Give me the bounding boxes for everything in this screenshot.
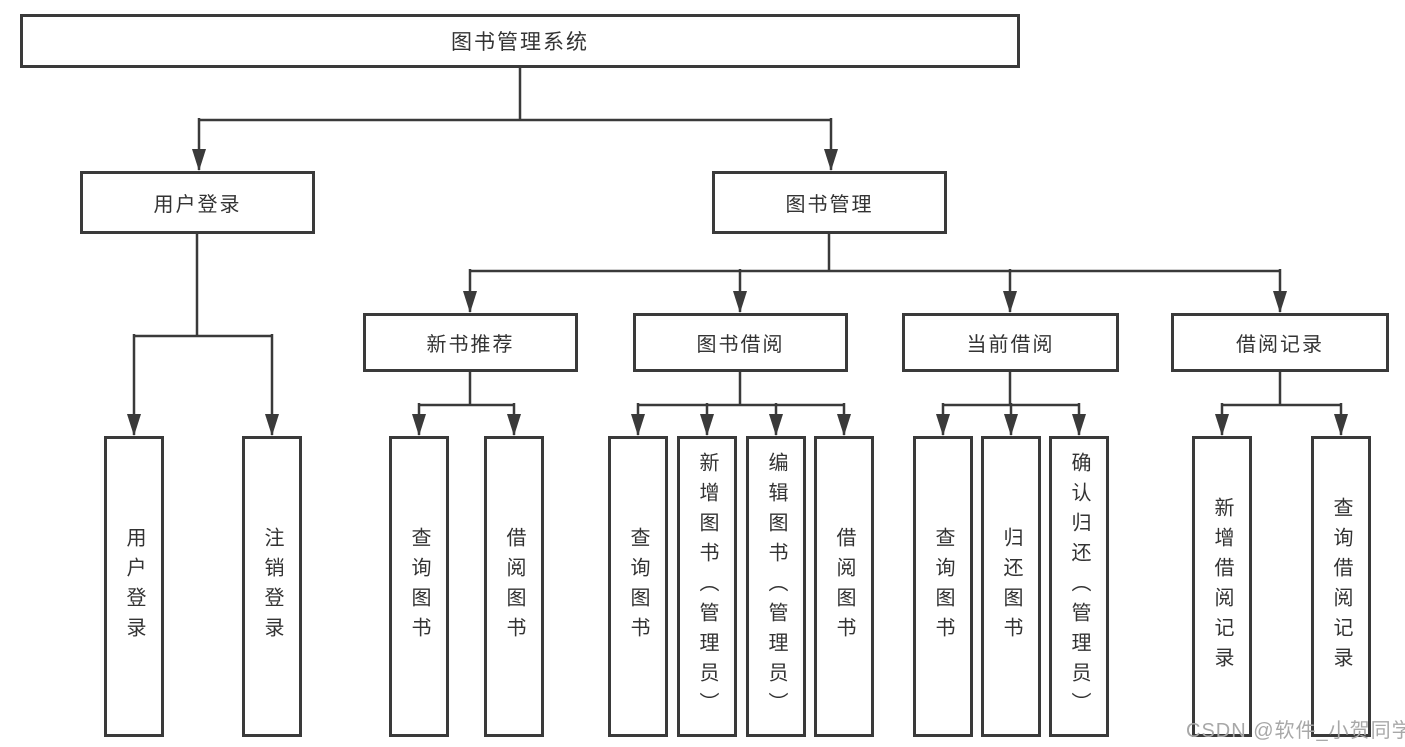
leaf-query-books-borrowing: 查询图书 <box>608 436 668 737</box>
leaf-edit-book-admin: 编辑图书（管理员） <box>746 436 806 737</box>
leaf-user-login: 用户登录 <box>104 436 164 737</box>
leaf-query-books-current: 查询图书 <box>913 436 973 737</box>
leaf-add-book-admin: 新增图书（管理员） <box>677 436 737 737</box>
leaf-return-books: 归还图书 <box>981 436 1041 737</box>
node-borrowing-records: 借阅记录 <box>1171 313 1389 372</box>
leaf-logout: 注销登录 <box>242 436 302 737</box>
leaf-query-books-recommend: 查询图书 <box>389 436 449 737</box>
node-book-borrowing: 图书借阅 <box>633 313 848 372</box>
node-new-book-recommendation: 新书推荐 <box>363 313 578 372</box>
leaf-add-borrow-record: 新增借阅记录 <box>1192 436 1252 737</box>
node-current-borrowing: 当前借阅 <box>902 313 1119 372</box>
leaf-borrow-books-borrowing: 借阅图书 <box>814 436 874 737</box>
node-root-library-system: 图书管理系统 <box>20 14 1020 68</box>
node-user-login: 用户登录 <box>80 171 315 234</box>
leaf-confirm-return-admin: 确认归还（管理员） <box>1049 436 1109 737</box>
leaf-borrow-books-recommend: 借阅图书 <box>484 436 544 737</box>
csdn-watermark: CSDN @软件_小贺同学 <box>1186 720 1405 742</box>
node-book-management: 图书管理 <box>712 171 947 234</box>
leaf-query-borrow-record: 查询借阅记录 <box>1311 436 1371 737</box>
